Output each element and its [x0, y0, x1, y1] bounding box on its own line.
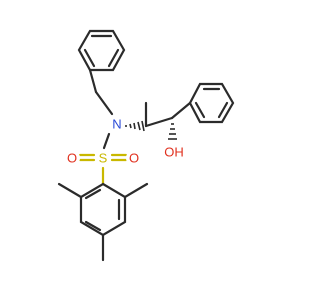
atom-label-oh: OH [164, 144, 186, 160]
atom-label-o-right: O [126, 150, 142, 166]
atom-label-n: N [109, 116, 125, 132]
bond-ring-ch2 [88, 68, 98, 94]
atom-oh-text: OH [164, 145, 184, 160]
bond-c1-c2 [144, 116, 174, 128]
bond-methyl-right [123, 182, 149, 199]
bond-methyl-left [57, 182, 83, 199]
bond-n-s [102, 132, 111, 150]
stereo-hash-bond-c2-oh [168, 123, 177, 140]
benzyl-phenyl-ring [77, 29, 126, 72]
atom-o-left-text: O [67, 151, 77, 166]
bond-ch2-n [94, 90, 114, 116]
atom-n-text: N [112, 117, 121, 132]
atom-s-text: S [99, 151, 108, 166]
mesityl-ring [79, 182, 127, 237]
atom-label-o-left: O [64, 150, 80, 166]
atom-o-right-text: O [129, 151, 139, 166]
chemical-structure-diagram: N S O O OH [57, 29, 235, 262]
stereo-hash-bond-n-c1 [125, 120, 145, 132]
bond-c2-phenyl [170, 101, 192, 120]
atom-label-s: S [95, 150, 111, 166]
right-phenyl-ring [188, 82, 235, 124]
